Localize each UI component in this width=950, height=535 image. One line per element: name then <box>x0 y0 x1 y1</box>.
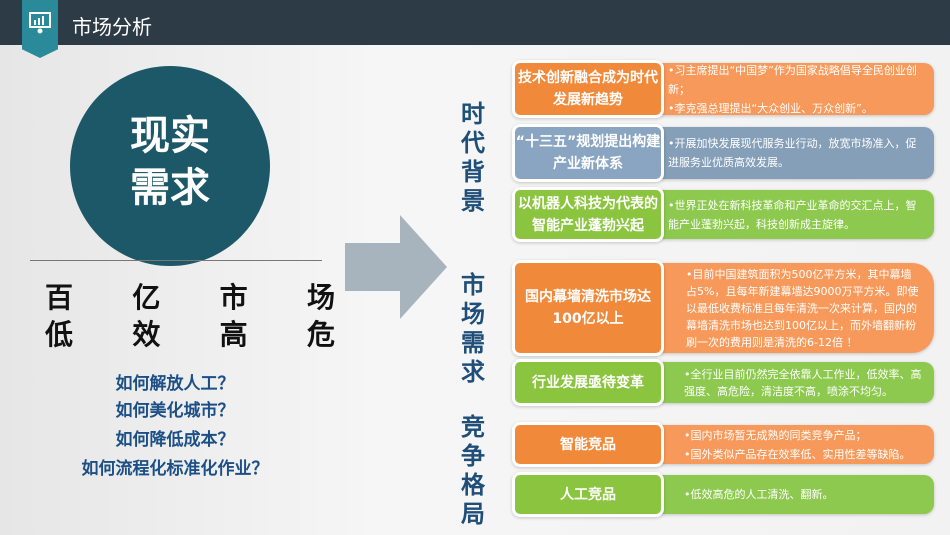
grid-char: 市 <box>219 281 248 314</box>
detail-point: •目前中国建筑面积为500亿平方米，其中幕墙占5%，且每年新建幕墙达9000万平… <box>686 267 919 349</box>
divider <box>30 260 322 261</box>
header-badge <box>22 0 58 58</box>
row-detail: •习主席提出“中国梦”作为国家战略倡导全民创业创新； •李克强总理提出“大众创业、… <box>660 63 934 115</box>
header-bar: 市场分析 <box>0 0 950 45</box>
section-label: 市场需求 <box>461 271 485 386</box>
row-title: 人工竞品 <box>512 472 664 517</box>
detail-point: •习主席提出“中国梦”作为国家战略倡导全民创业创新； <box>668 63 917 96</box>
page-title: 市场分析 <box>72 15 152 39</box>
detail-point: •开展加快发展现代服务业行动，放宽市场准入，促进服务业优质高效发展。 <box>668 137 917 169</box>
row-detail: •开展加快发展现代服务业行动，放宽市场准入，促进服务业优质高效发展。 <box>660 127 934 179</box>
row-title: 技术创新融合成为时代发展新趋势 <box>512 60 664 118</box>
circle-line: 现实 <box>130 113 210 159</box>
question: 如何降低成本？ <box>115 430 235 450</box>
grid-row: 低效高危 <box>45 313 335 353</box>
grid-char: 场 <box>306 281 335 314</box>
grid-row: 百亿市场 <box>45 276 335 316</box>
section-label: 竞争格局 <box>461 413 485 528</box>
detail-point: •国内市场暂无成熟的同类竞争产品； <box>684 428 867 442</box>
question: 如何美化城市？ <box>115 401 235 421</box>
circle-line: 需求 <box>130 165 210 211</box>
detail-point: •全行业目前仍然完全依靠人工作业，低效率、高强度、高危险，清洁度不高，喷涂不均匀… <box>684 367 922 398</box>
grid-char: 高 <box>219 318 248 351</box>
row-title: 智能竞品 <box>512 422 664 467</box>
row-detail: •国内市场暂无成熟的同类竞争产品； •国外类似产品存在效率低、实用性差等缺陷。 <box>660 425 934 464</box>
row-detail: •低效高危的人工清洗、翻新。 <box>660 475 934 514</box>
row-detail: •世界正处在新科技革命和产业革命的交汇点上，智能产业蓬勃兴起，科技创新成主旋律。 <box>660 190 934 239</box>
grid-char: 低 <box>45 318 74 351</box>
row-title: “十三五”规划提出构建产业新体系 <box>512 124 664 182</box>
grid-char: 效 <box>132 318 161 351</box>
grid-char: 亿 <box>132 281 161 314</box>
question: 如何解放人工？ <box>115 374 235 394</box>
row-detail: •目前中国建筑面积为500亿平方米，其中幕墙占5%，且每年新建幕墙达9000万平… <box>660 263 934 353</box>
detail-point: •世界正处在新科技革命和产业革命的交汇点上，智能产业蓬勃兴起，科技创新成主旋律。 <box>668 198 917 231</box>
detail-point: •国外类似产品存在效率低、实用性差等缺陷。 <box>684 447 911 461</box>
section-label: 时代背景 <box>461 100 485 215</box>
grid-char: 百 <box>45 281 74 314</box>
question: 如何流程化标准化作业？ <box>81 459 269 479</box>
grid-char: 危 <box>306 318 335 351</box>
right-arrow-icon <box>345 215 447 319</box>
row-detail: •全行业目前仍然完全依靠人工作业，低效率、高强度、高危险，清洁度不高，喷涂不均匀… <box>660 362 934 403</box>
detail-point: •低效高危的人工清洗、翻新。 <box>684 488 834 501</box>
detail-point: •李克强总理提出“大众创业、万众创新”。 <box>668 101 873 115</box>
row-title: 国内幕墙清洗市场达100亿以上 <box>512 260 664 356</box>
row-title: 行业发展亟待变革 <box>512 359 664 406</box>
row-title: 以机器人科技为代表的智能产业蓬勃兴起 <box>512 187 664 242</box>
presentation-chart-icon <box>29 12 51 34</box>
reality-demand-circle: 现实 需求 <box>70 66 270 266</box>
